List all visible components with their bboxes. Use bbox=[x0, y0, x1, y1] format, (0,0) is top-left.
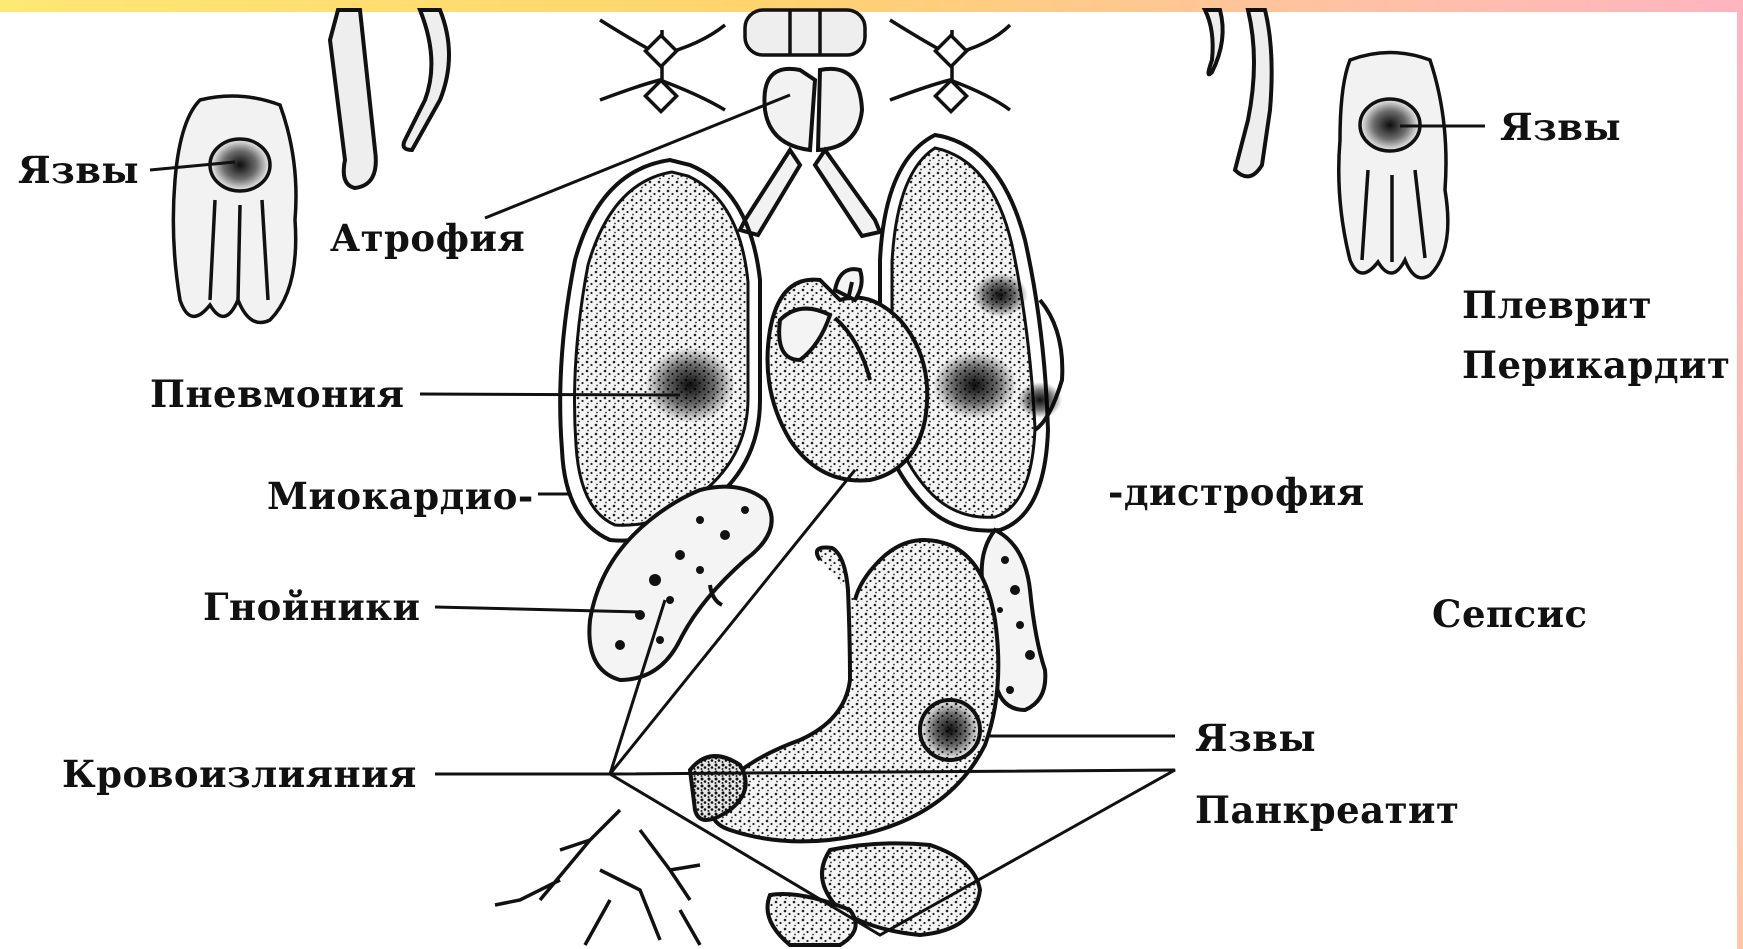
left-lung bbox=[560, 160, 760, 541]
label-dystrophy: -дистрофия bbox=[1108, 470, 1365, 514]
label-ulcers-stomach: Язвы bbox=[1195, 716, 1316, 760]
left-paw bbox=[173, 96, 296, 323]
label-ulcers-right: Язвы bbox=[1500, 105, 1621, 149]
label-ulcers-left: Язвы bbox=[18, 148, 139, 192]
label-sepsis: Сепсис bbox=[1432, 592, 1588, 636]
trachea-bronchi bbox=[740, 150, 880, 236]
label-pericarditis: Перикардит bbox=[1462, 343, 1730, 387]
thymus bbox=[764, 69, 862, 150]
label-pancreatitis: Панкреатит bbox=[1195, 788, 1459, 832]
label-pleurisy: Плеврит bbox=[1462, 283, 1652, 327]
label-pneumonia: Пневмония bbox=[150, 372, 404, 416]
label-myocardio: Миокардио- bbox=[267, 474, 534, 518]
vessels bbox=[495, 810, 700, 945]
label-hemorrhages: Кровоизлияния bbox=[62, 752, 417, 796]
stomach bbox=[690, 540, 998, 841]
label-atrophy: Атрофия bbox=[330, 216, 525, 260]
right-paw bbox=[1339, 53, 1448, 278]
label-abscesses: Гнойники bbox=[203, 585, 420, 629]
